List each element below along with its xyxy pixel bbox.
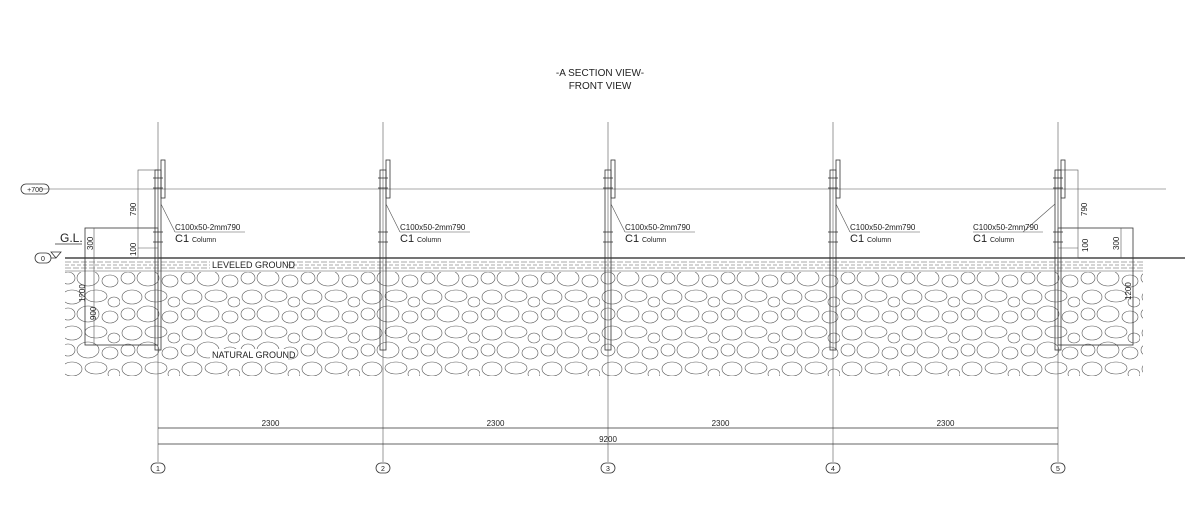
leader-line xyxy=(835,203,851,233)
svg-text:100: 100 xyxy=(129,242,138,256)
grid-label: 2 xyxy=(381,466,385,473)
level-zero-label: 0 xyxy=(41,256,45,263)
column-length: 790 xyxy=(227,223,241,232)
leader-line xyxy=(1022,203,1056,233)
leader-line xyxy=(610,203,626,233)
level-700-bubble xyxy=(20,183,50,195)
column-spec: C100x50-2mm xyxy=(973,223,1026,232)
gl-marker-icon xyxy=(50,243,82,259)
svg-text:100: 100 xyxy=(1081,238,1090,252)
column-post xyxy=(604,169,612,351)
column-mark: C1 xyxy=(400,233,414,245)
leader-line xyxy=(385,203,401,233)
svg-text:790: 790 xyxy=(1080,202,1089,216)
leader-line xyxy=(160,203,176,233)
column-length: 790 xyxy=(902,223,916,232)
grid-bubble-4 xyxy=(825,462,841,474)
column-type: Column xyxy=(642,237,666,244)
column-length: 790 xyxy=(677,223,691,232)
column-post xyxy=(829,169,837,351)
leveled-ground-label: LEVELED GROUND xyxy=(212,260,296,270)
column-plate xyxy=(835,159,841,199)
column-type: Column xyxy=(867,237,891,244)
column-mark: C1 xyxy=(625,233,639,245)
column-type: Column xyxy=(417,237,441,244)
svg-text:300: 300 xyxy=(86,236,95,250)
column-spec: C100x50-2mm xyxy=(850,223,903,232)
column-type: Column xyxy=(192,237,216,244)
column-spec: C100x50-2mm xyxy=(175,223,228,232)
title-line1: -A SECTION VIEW- xyxy=(556,68,644,79)
column-spec: C100x50-2mm xyxy=(400,223,453,232)
svg-text:300: 300 xyxy=(1112,236,1121,250)
column-plate xyxy=(160,159,166,199)
grid-label: 4 xyxy=(831,466,835,473)
column-spec: C100x50-2mm xyxy=(625,223,678,232)
span-dim-label: 2300 xyxy=(712,419,730,428)
svg-text:1200: 1200 xyxy=(1124,282,1133,300)
column-mark: C1 xyxy=(175,233,189,245)
column-post xyxy=(379,169,387,351)
column-length: 790 xyxy=(452,223,466,232)
column-post xyxy=(1054,169,1062,351)
svg-text:790: 790 xyxy=(129,202,138,216)
gl-label: G.L. xyxy=(60,231,83,245)
column-plate xyxy=(1060,159,1066,199)
svg-text:1200: 1200 xyxy=(78,284,87,302)
level-700-label: +700 xyxy=(27,187,43,194)
grid-label: 5 xyxy=(1056,466,1060,473)
grid-bubble-5 xyxy=(1050,462,1066,474)
natural-ground-label: NATURAL GROUND xyxy=(212,350,296,360)
column-length: 790 xyxy=(1025,223,1039,232)
natural-ground-stones xyxy=(65,272,1143,376)
column-plate xyxy=(610,159,616,199)
grid-label: 3 xyxy=(606,466,610,473)
column-mark: C1 xyxy=(850,233,864,245)
column-plate xyxy=(385,159,391,199)
grid-bubble-3 xyxy=(600,462,616,474)
grid-bubble-1 xyxy=(150,462,166,474)
column-mark: C1 xyxy=(973,233,987,245)
column-post xyxy=(154,169,162,351)
span-dim-label: 2300 xyxy=(262,419,280,428)
grid-label: 1 xyxy=(156,466,160,473)
span-dim-label: 2300 xyxy=(487,419,505,428)
grid-bubble-2 xyxy=(375,462,391,474)
svg-text:900: 900 xyxy=(89,306,98,320)
span-dim-label: 2300 xyxy=(937,419,955,428)
title-line2: FRONT VIEW xyxy=(569,81,632,92)
total-dim-label: 9200 xyxy=(599,435,617,444)
column-type: Column xyxy=(990,237,1014,244)
